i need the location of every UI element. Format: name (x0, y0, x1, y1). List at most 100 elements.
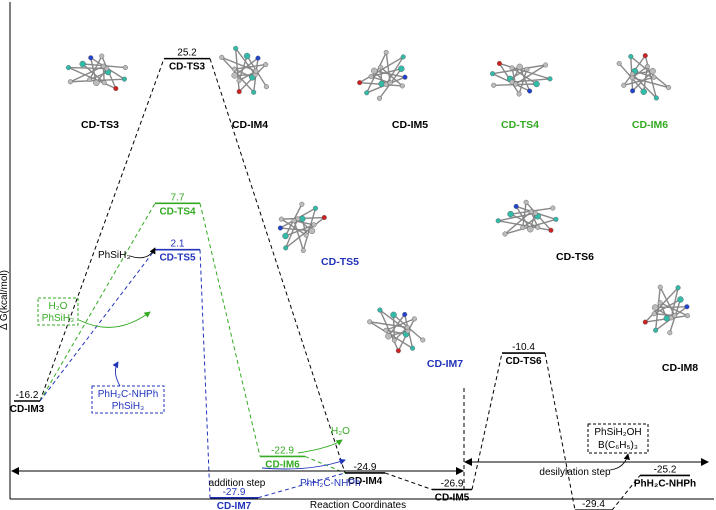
atom (67, 79, 73, 85)
atom (491, 82, 497, 88)
bond (654, 313, 675, 317)
atom (65, 65, 71, 71)
atom (277, 225, 283, 231)
atom (490, 71, 496, 77)
phsih3-arrow (129, 247, 156, 259)
atom (282, 232, 289, 240)
atom (263, 62, 269, 68)
bond (369, 321, 408, 329)
structure-ts4: CD-TS4 (490, 60, 553, 131)
atom (543, 62, 549, 68)
bond (530, 211, 539, 228)
atom (303, 232, 309, 238)
structure-label-im5: CD-IM5 (392, 119, 428, 131)
structure-im5: CD-IM5 (357, 49, 428, 131)
structure-label-ts6: CD-TS6 (556, 251, 594, 263)
bond (68, 66, 117, 90)
structure-im4: CD-IM4 (219, 45, 269, 131)
atom (79, 60, 86, 68)
atom (300, 247, 306, 253)
bond (102, 66, 105, 83)
atom (642, 53, 648, 59)
level-value-ts5: 2.1 (171, 239, 185, 250)
structure-label-ts5: CD-TS5 (321, 256, 359, 268)
bond (238, 55, 248, 81)
atom (411, 316, 417, 322)
structure-im6: CD-IM6 (616, 53, 672, 131)
bond (238, 70, 257, 82)
bond (644, 55, 658, 99)
atom (283, 245, 289, 251)
atom (548, 227, 554, 233)
bond (234, 48, 240, 92)
atom (668, 315, 674, 321)
atom (404, 324, 410, 330)
structure-label-im8: CD-IM8 (662, 362, 698, 374)
structure-ts3: CD-TS3 (65, 53, 128, 131)
h2o-arrow (297, 439, 343, 454)
atom (495, 218, 501, 224)
connector-im4-im5 (384, 472, 433, 490)
addition-step-label: addition step (209, 478, 266, 489)
bond (379, 309, 400, 352)
level-name-ts5: CD-TS5 (159, 253, 196, 264)
atom (383, 49, 389, 55)
atom (675, 285, 681, 291)
bond (643, 66, 649, 92)
atom (621, 82, 627, 88)
benzylaniline-arrow (261, 458, 346, 470)
atom (219, 54, 225, 60)
atom (387, 80, 393, 86)
atom (236, 78, 242, 84)
atom (513, 203, 519, 209)
atom (251, 89, 257, 95)
bond (632, 77, 669, 89)
x-axis-label: Reaction Coordinates (310, 500, 406, 510)
atom (400, 54, 406, 60)
level-name-im4: CD-IM4 (348, 476, 383, 487)
atom (398, 65, 405, 72)
atom (357, 80, 363, 86)
atom (629, 75, 635, 81)
atom (122, 65, 128, 71)
atom (516, 63, 523, 71)
level-name-im6: CD-IM6 (265, 459, 300, 470)
atom (523, 199, 529, 205)
atom (533, 80, 540, 88)
atom (677, 296, 684, 303)
connector-ts6-im8 (544, 352, 576, 510)
atom (243, 52, 251, 60)
atom (236, 89, 242, 95)
level-value-im6: -22.9 (271, 445, 294, 456)
bond (359, 56, 404, 84)
atom (684, 304, 690, 310)
atom (104, 66, 110, 72)
atom (616, 61, 622, 67)
atom (420, 337, 426, 343)
atom (402, 311, 408, 317)
blue-box-line1: PhH₂C-NHPh (98, 389, 159, 400)
connector-im8-prod (611, 475, 641, 510)
bond (370, 75, 391, 84)
atom (649, 67, 656, 75)
bond (70, 65, 104, 83)
silanol-box-line2: B(C₆H₅)₃ (598, 440, 638, 451)
silanol-box-line1: PhSiH₂OH (594, 427, 641, 438)
atom (509, 65, 515, 71)
level-value-ts6: -10.4 (512, 342, 535, 353)
atom (516, 91, 522, 97)
green-box-line2: PhSiH₃ (42, 313, 74, 324)
atom (651, 311, 657, 317)
atom (321, 215, 327, 221)
atom (507, 210, 514, 218)
atom (371, 67, 378, 75)
atom (630, 88, 636, 94)
benzylaniline-annotation: PhH₂C-NHPh (300, 478, 361, 489)
atom (657, 300, 663, 306)
structure-ts5: CD-TS5 (277, 201, 359, 268)
atom (231, 72, 238, 79)
level-name-im5: CD-IM5 (435, 492, 470, 503)
bond (393, 326, 408, 341)
level-value-im3: -16.2 (16, 390, 39, 401)
bond (82, 63, 105, 84)
